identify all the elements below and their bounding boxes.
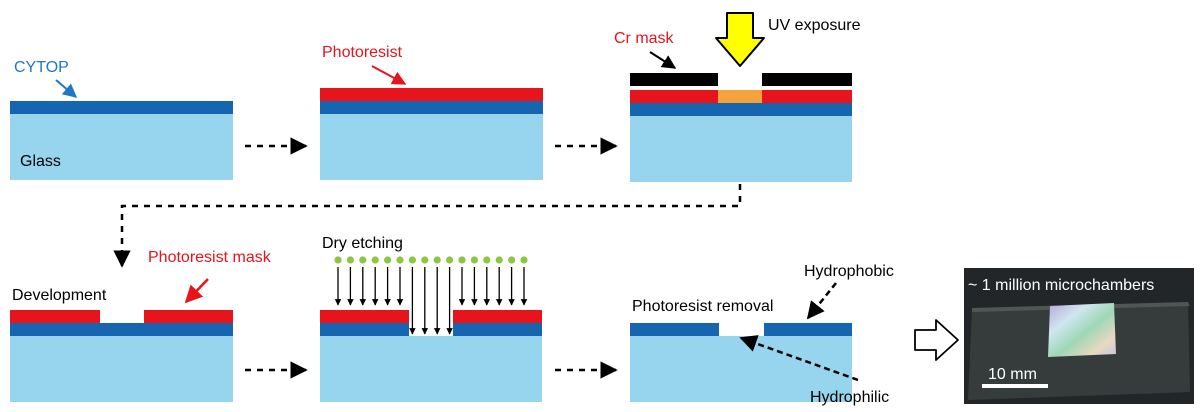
plasma-particle: [334, 256, 342, 264]
plasma-particle: [508, 256, 516, 264]
plasma-particles: [334, 256, 528, 335]
cytop-layer-right: [453, 323, 542, 336]
plasma-particle: [458, 256, 466, 264]
development-label: Development: [12, 287, 107, 304]
cytop-layer-left: [630, 323, 719, 336]
uv-arrow-icon: [715, 12, 765, 67]
step-6-photoresist-removal: Photoresist removal Hydrophobic Hydrophi…: [630, 263, 894, 406]
hydrophilic-label: Hydrophilic: [810, 389, 889, 406]
plasma-particle: [433, 256, 441, 264]
glass-label: Glass: [20, 153, 61, 170]
result-arrow-icon: [914, 319, 959, 361]
cr-mask-left: [630, 73, 718, 86]
scale-bar: [982, 384, 1048, 388]
cr-mask-pointer-arrow: [649, 51, 677, 69]
hydrophilic-pointer-arrow: [739, 335, 859, 382]
photoresist-pointer-arrow: [371, 65, 407, 85]
plasma-particle: [346, 256, 354, 264]
microchamber-array: [1048, 303, 1116, 357]
glass-substrate: [10, 114, 233, 180]
photoresist-removal-label: Photoresist removal: [632, 298, 773, 315]
plasma-particle: [495, 256, 503, 264]
photoresist-mask-pointer-arrow: [184, 278, 209, 304]
plasma-particle: [446, 256, 454, 264]
plasma-particle: [384, 256, 392, 264]
plasma-particle: [396, 256, 404, 264]
step-5-dry-etching: Dry etching: [320, 235, 542, 402]
photo-caption: ~ 1 million microchambers: [968, 277, 1154, 294]
plasma-particle: [408, 256, 416, 264]
uv-exposure-label: UV exposure: [768, 17, 861, 34]
photoresist-mask-label: Photoresist mask: [148, 249, 272, 266]
dry-etching-label: Dry etching: [322, 235, 403, 252]
device-photo: ~ 1 million microchambers 10 mm: [964, 268, 1194, 404]
photoresist-mask-right: [453, 310, 542, 323]
hydrophobic-label: Hydrophobic: [804, 263, 894, 280]
cytop-label: CYTOP: [14, 59, 69, 76]
step-4-development: Development Photoresist mask: [10, 249, 272, 402]
photoresist-layer-right: [762, 90, 852, 103]
glass-substrate: [10, 336, 233, 402]
plasma-particle: [371, 256, 379, 264]
cytop-layer: [10, 101, 233, 114]
cytop-pointer-arrow: [55, 79, 78, 98]
glass-substrate: [320, 336, 542, 402]
cytop-layer: [10, 323, 233, 336]
plasma-particle: [359, 256, 367, 264]
plasma-particle: [520, 256, 528, 264]
cytop-layer: [630, 103, 852, 116]
exposed-photoresist: [718, 90, 762, 103]
glass-substrate: [630, 116, 852, 182]
photoresist-mask-left: [320, 310, 409, 323]
plasma-particle: [470, 256, 478, 264]
step-3-uv-exposure: Cr mask UV exposure: [614, 12, 861, 182]
photoresist-mask-left: [10, 310, 100, 323]
photoresist-layer-left: [630, 90, 718, 103]
photoresist-mask-right: [144, 310, 233, 323]
cytop-layer: [320, 101, 543, 114]
step-2-photoresist-coating: Photoresist: [320, 44, 543, 180]
scale-bar-label: 10 mm: [988, 366, 1037, 383]
cr-mask-right: [762, 73, 852, 86]
photoresist-label: Photoresist: [322, 44, 403, 61]
cr-mask-label: Cr mask: [614, 30, 675, 47]
glass-substrate: [320, 114, 543, 180]
plasma-particle: [421, 256, 429, 264]
hydrophobic-pointer-arrow: [806, 282, 837, 320]
step-1-cytop-coating: CYTOP Glass: [10, 59, 233, 180]
photoresist-layer: [320, 88, 543, 101]
cytop-layer-left: [320, 323, 409, 336]
cytop-layer-right: [764, 323, 852, 336]
plasma-particle: [483, 256, 491, 264]
